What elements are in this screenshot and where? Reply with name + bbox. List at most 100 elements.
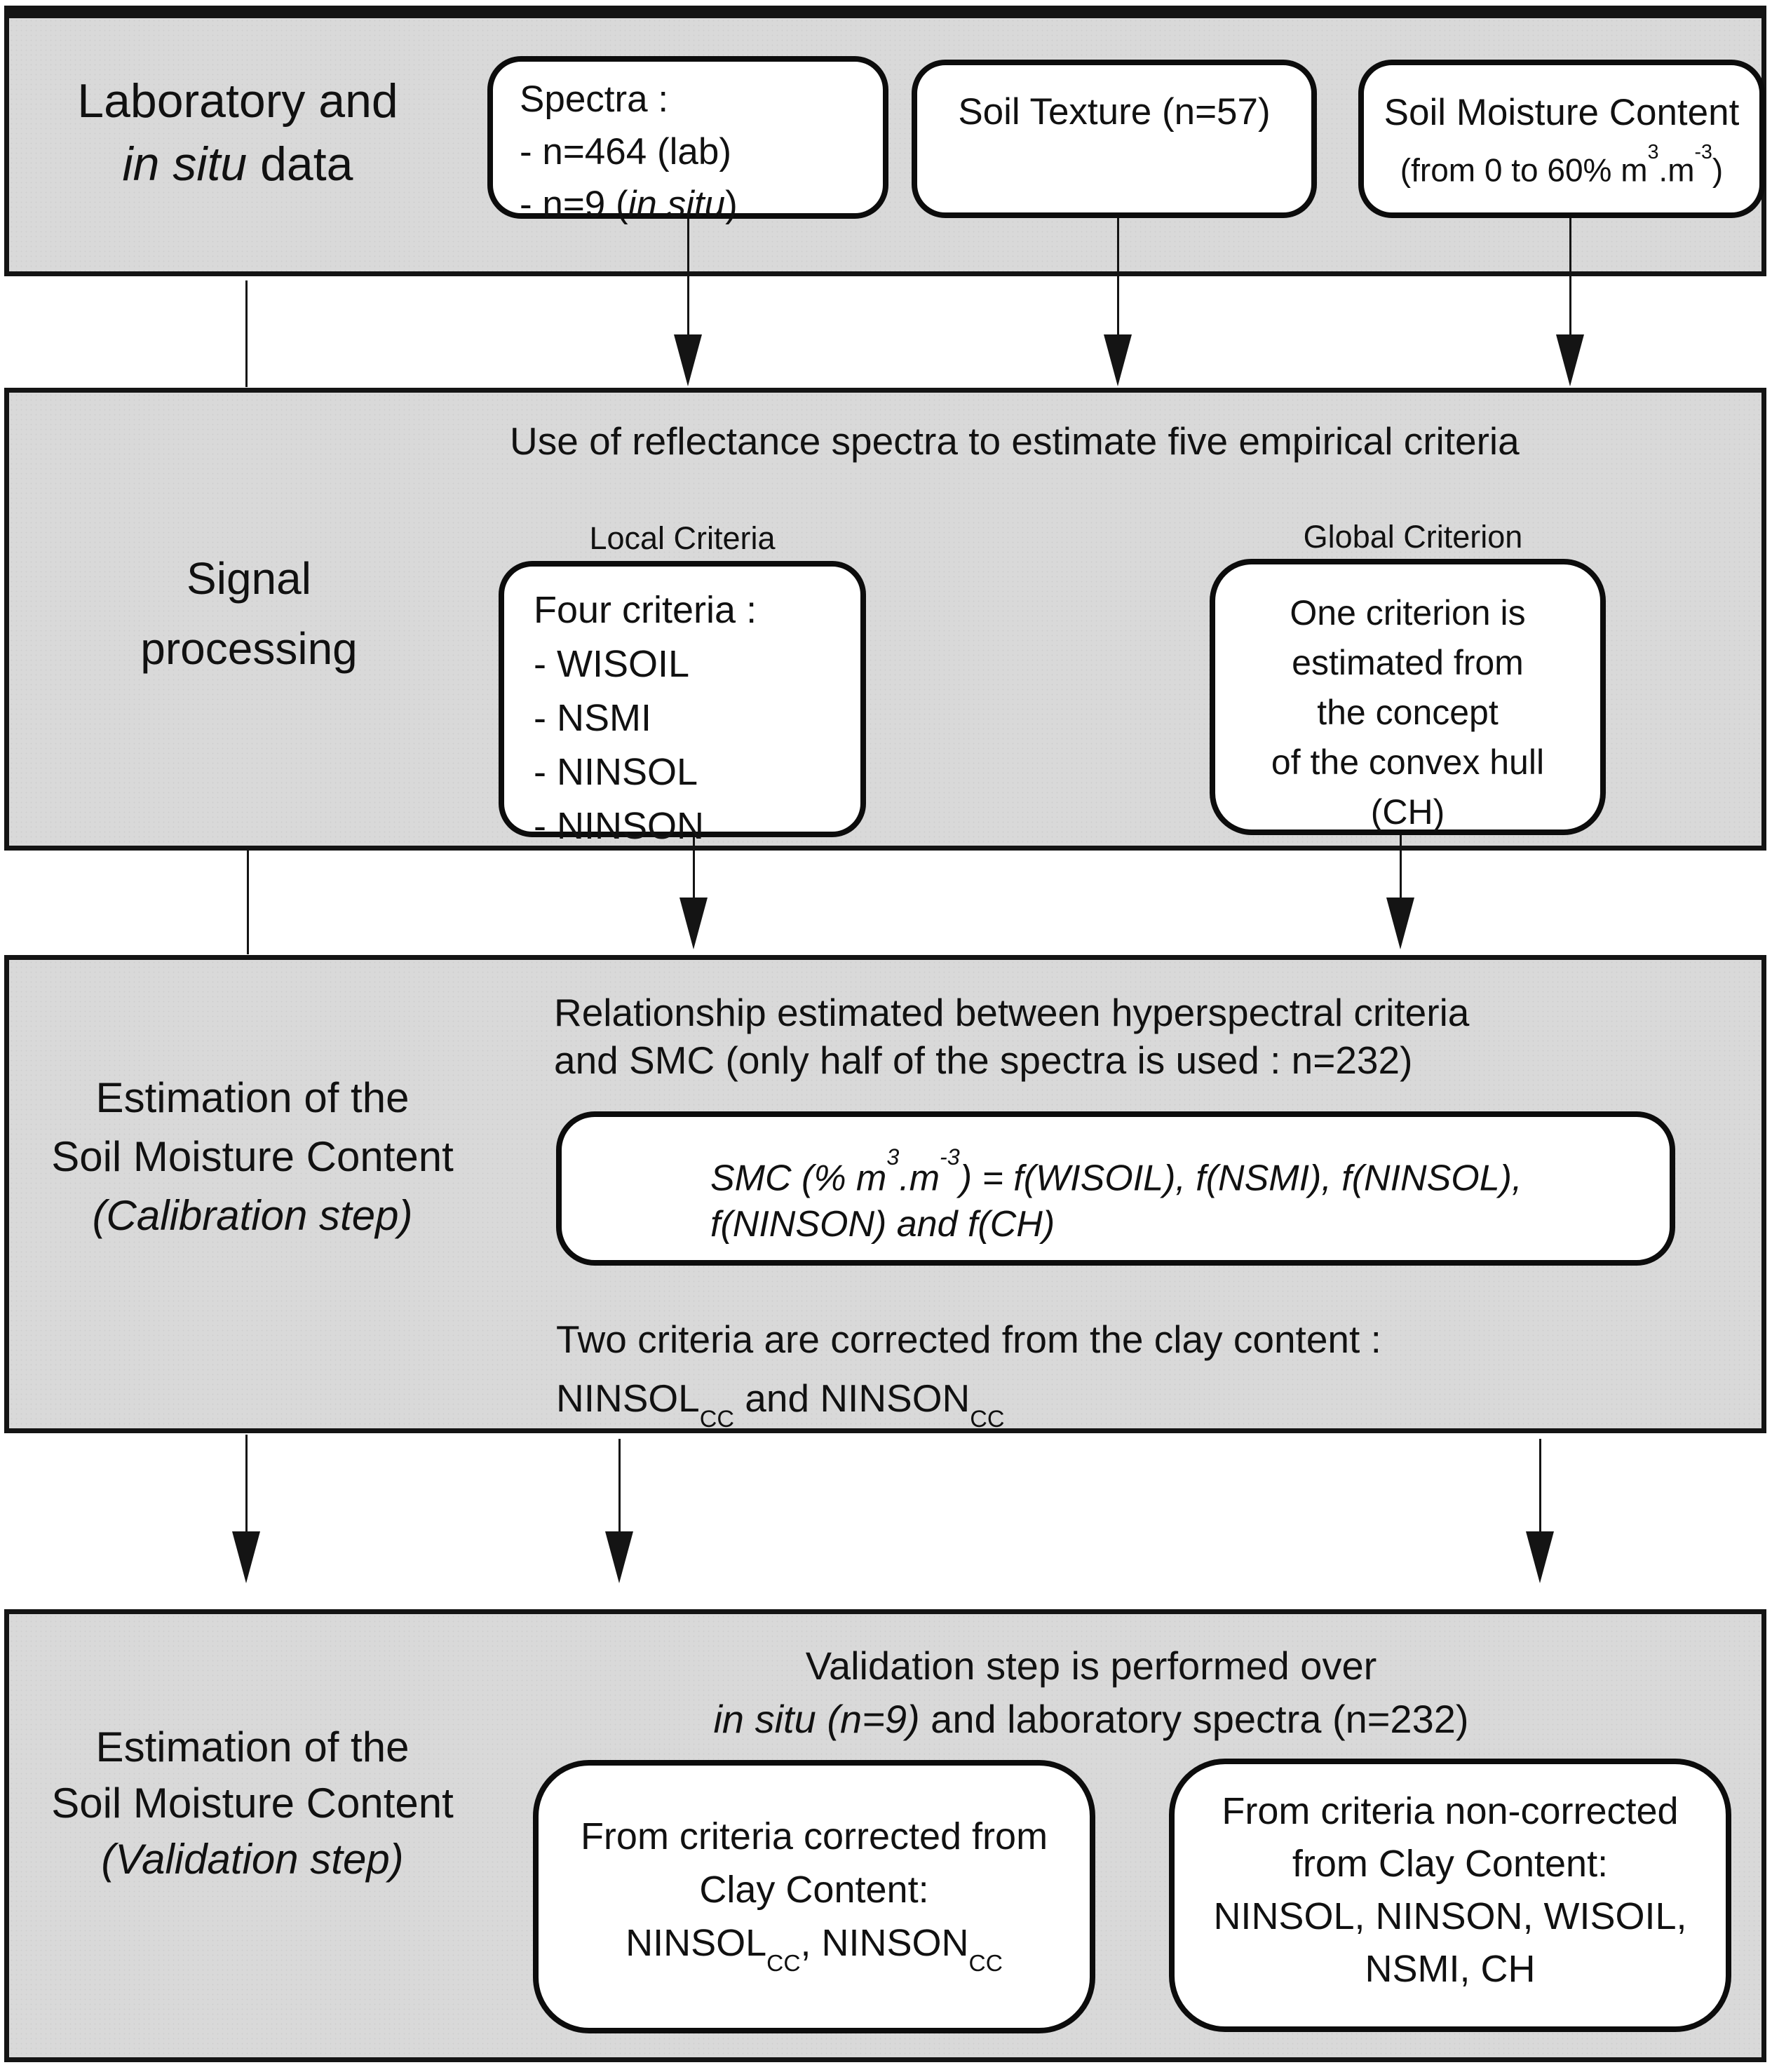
text: NINSOL xyxy=(556,1376,700,1420)
arrow-shaft xyxy=(1399,835,1402,898)
box-line: Clay Content: xyxy=(581,1863,1048,1916)
text: , NINSON xyxy=(800,1922,969,1965)
subscript: CC xyxy=(766,1950,801,1977)
box-line: From criteria non-corrected xyxy=(1213,1785,1686,1838)
arrow-shaft xyxy=(692,837,695,898)
clay-correction-note: Two criteria are corrected from the clay… xyxy=(556,1310,1381,1442)
arrow-shaft xyxy=(1538,1439,1541,1531)
label-line: Soil Moisture Content xyxy=(28,1775,477,1831)
box-line: NSMI, CH xyxy=(1213,1943,1686,1996)
spectra-box-text: Spectra : - n=464 (lab) - n=9 (in situ) xyxy=(493,62,883,231)
label-text: processing xyxy=(140,623,358,674)
text: - n=9 ( xyxy=(520,184,628,225)
arrow-shaft xyxy=(1569,218,1571,334)
label-line: Estimation of the xyxy=(28,1719,477,1775)
heading-text: and laboratory spectra (n=232) xyxy=(919,1697,1469,1741)
global-criterion-box-text: One criterion is estimated from the conc… xyxy=(1215,564,1600,837)
superscript: -3 xyxy=(1694,141,1712,164)
arrow-shaft xyxy=(245,1435,248,1531)
subscript: CC xyxy=(970,1406,1005,1433)
box-line: NINSOL, NINSON, WISOIL, xyxy=(1213,1890,1686,1943)
formula-line: SMC (% m3.m-3) = f(WISOIL), f(NSMI), f(N… xyxy=(710,1144,1649,1201)
text: Spectra : xyxy=(520,79,669,120)
text: Local Criteria xyxy=(589,520,776,556)
text: NINSOL, NINSON, WISOIL, xyxy=(1213,1895,1687,1937)
label-line: Estimation of the xyxy=(28,1069,477,1128)
box-line: Soil Moisture Content xyxy=(1364,88,1759,138)
heading-line: Relationship estimated between hyperspec… xyxy=(554,989,1469,1036)
label-text: Estimation of the xyxy=(95,1074,410,1121)
label-text: Laboratory and xyxy=(77,74,398,128)
soil-moisture-box: Soil Moisture Content (from 0 to 60% m3.… xyxy=(1358,60,1765,218)
text: Soil Texture (n=57) xyxy=(958,91,1271,133)
label-line: (Calibration step) xyxy=(28,1186,477,1245)
text: from Clay Content: xyxy=(1292,1843,1609,1885)
line xyxy=(246,851,249,954)
text: From criteria corrected from xyxy=(580,1815,1048,1858)
label-text-italic: in situ xyxy=(122,137,248,191)
smc-formula-text: SMC (% m3.m-3) = f(WISOIL), f(NSMI), f(N… xyxy=(562,1117,1670,1247)
text-italic: SMC (% m xyxy=(710,1158,887,1199)
label-line: Laboratory and xyxy=(20,70,455,133)
text: estimated from xyxy=(1292,643,1524,682)
heading-text: Validation step is performed over xyxy=(805,1644,1377,1688)
text-italic: in situ xyxy=(628,184,726,225)
band2-heading: Use of reflectance spectra to estimate f… xyxy=(510,419,1520,463)
label-text: Signal xyxy=(187,553,311,604)
down-arrow-icon xyxy=(1555,218,1585,386)
text: - WISOIL xyxy=(534,643,690,685)
soil-moisture-box-text: Soil Moisture Content (from 0 to 60% m3.… xyxy=(1364,65,1759,195)
connector-line xyxy=(231,280,261,387)
formula-line: f(NINSON) and f(CH) xyxy=(710,1201,1649,1247)
box-line: Four criteria : xyxy=(534,583,853,637)
heading-text: and SMC (only half of the spectra is use… xyxy=(554,1038,1413,1082)
box-line: - NINSON xyxy=(534,799,853,853)
box-line: - NSMI xyxy=(534,691,853,745)
soil-texture-box: Soil Texture (n=57) xyxy=(912,60,1317,218)
box-line: From criteria corrected from xyxy=(581,1810,1048,1863)
corrected-criteria-box-text: From criteria corrected from Clay Conten… xyxy=(581,1810,1048,1984)
heading-text: Relationship estimated between hyperspec… xyxy=(554,991,1470,1034)
label-text: Soil Moisture Content xyxy=(51,1780,454,1827)
down-arrow-icon xyxy=(673,218,703,386)
down-arrow-icon xyxy=(231,1435,261,1583)
label-text-italic: (Calibration step) xyxy=(92,1192,413,1239)
text: (CH) xyxy=(1370,792,1445,832)
text: - NSMI xyxy=(534,697,651,739)
label-text: Soil Moisture Content xyxy=(51,1133,454,1180)
text: One criterion is xyxy=(1290,593,1526,632)
text: Two criteria are corrected from the clay… xyxy=(556,1318,1381,1361)
text-italic: .m xyxy=(899,1158,940,1199)
label-line: Soil Moisture Content xyxy=(28,1128,477,1186)
corrected-criteria-box: From criteria corrected from Clay Conten… xyxy=(533,1760,1095,2033)
non-corrected-criteria-box: From criteria non-corrected from Clay Co… xyxy=(1169,1759,1731,2032)
soil-texture-box-text: Soil Texture (n=57) xyxy=(917,65,1311,133)
subscript: CC xyxy=(968,1950,1003,1977)
label-line: (Validation step) xyxy=(28,1831,477,1888)
down-arrow-icon xyxy=(604,1439,634,1583)
band4-heading: Validation step is performed over in sit… xyxy=(509,1639,1673,1746)
global-criterion-label: Global Criterion xyxy=(1238,519,1588,555)
down-arrow-icon xyxy=(679,837,708,949)
box-line: estimated from xyxy=(1215,638,1600,688)
section-label-signal-processing: Signal processing xyxy=(60,543,438,684)
subscript: CC xyxy=(699,1406,735,1433)
connector-line xyxy=(233,851,262,954)
label-line: in situ data xyxy=(20,133,455,196)
arrow-shaft xyxy=(687,218,689,334)
superscript: 3 xyxy=(1647,141,1659,164)
label-text-italic: (Validation step) xyxy=(101,1836,404,1883)
text: Four criteria : xyxy=(534,589,757,631)
section-label-calibration: Estimation of the Soil Moisture Content … xyxy=(28,1069,477,1245)
text: - NINSON xyxy=(534,805,704,847)
note-line: NINSOLCC and NINSONCC xyxy=(556,1369,1381,1442)
box-line: Spectra : xyxy=(520,73,869,126)
arrow-head-icon xyxy=(1556,334,1584,386)
text: Global Criterion xyxy=(1303,519,1523,555)
local-criteria-box-text: Four criteria : - WISOIL - NSMI - NINSOL… xyxy=(504,567,860,853)
